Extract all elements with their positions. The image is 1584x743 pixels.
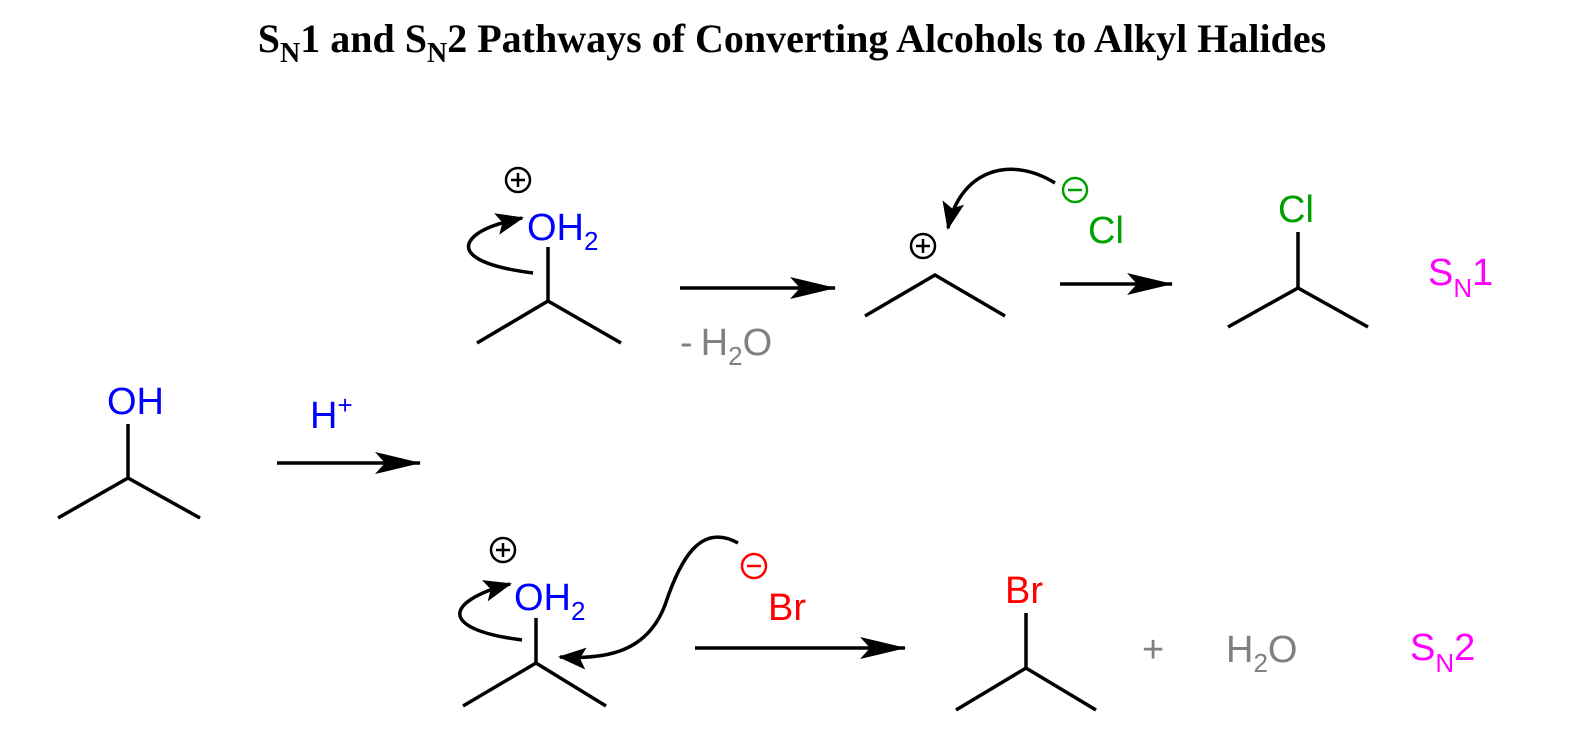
curved-arrow-icon	[558, 535, 739, 670]
svg-text:Cl: Cl	[1088, 210, 1124, 252]
positive-charge-icon	[489, 536, 517, 564]
sn1-label: SN1	[1428, 252, 1493, 303]
water-byproduct: H2O	[1226, 629, 1297, 678]
hydroxyl-label: OH	[107, 381, 164, 423]
sn2-label: SN2	[1410, 627, 1475, 678]
curved-arrow-icon	[466, 213, 534, 275]
svg-text:Cl: Cl	[1278, 189, 1314, 231]
curved-arrow-icon	[458, 580, 523, 642]
title: SN1 and SN2 Pathways of Converting Alcoh…	[258, 16, 1326, 69]
positive-charge-icon	[909, 232, 937, 260]
isopropyl-bromide: Br	[955, 570, 1097, 712]
svg-text:OH2: OH2	[527, 207, 598, 256]
chloride-ion: Cl	[1061, 176, 1124, 252]
svg-text:Br: Br	[1005, 570, 1043, 612]
isopropyl-chloride: Cl	[1227, 189, 1369, 329]
oxonium-ion-bottom: OH2	[458, 535, 739, 708]
svg-text:Br: Br	[768, 587, 806, 629]
isopropanol: OH	[57, 381, 201, 520]
negative-charge-icon	[1061, 176, 1089, 204]
positive-charge-icon	[504, 166, 532, 194]
water-loss-label: -H2O	[680, 322, 772, 371]
negative-charge-icon	[740, 552, 768, 580]
svg-text:OH2: OH2	[514, 577, 585, 626]
plus-sign: +	[1142, 629, 1164, 671]
oxonium-ion-top: OH2	[466, 166, 622, 345]
curved-arrow-icon	[942, 167, 1056, 230]
proton-reagent: H+	[310, 390, 353, 437]
bromide-ion: Br	[740, 552, 806, 629]
carbocation	[864, 167, 1056, 318]
